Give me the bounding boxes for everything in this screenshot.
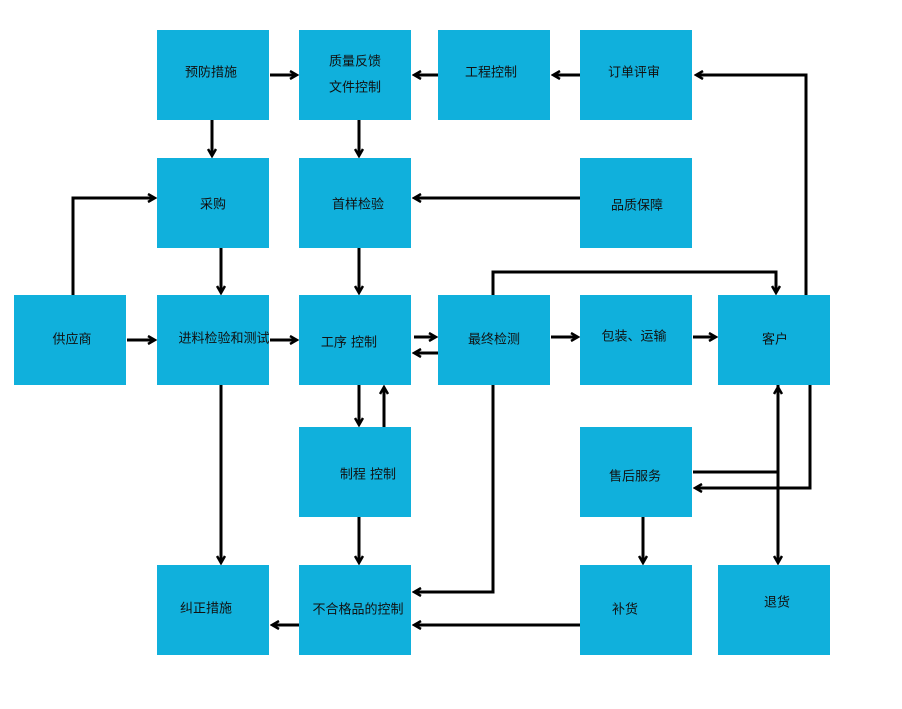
- node-packing: 包装、运输: [580, 295, 692, 385]
- node-label: 进料检验和测试: [178, 331, 269, 347]
- node-label: 采购: [200, 197, 226, 213]
- node-final: 最终检测: [438, 295, 550, 385]
- node-box: [580, 158, 692, 248]
- node-label: 文件控制: [329, 81, 381, 96]
- node-engineering: 工程控制: [438, 30, 550, 120]
- node-label: 退货: [764, 595, 790, 611]
- node-label: 订单评审: [608, 66, 660, 81]
- edge-final-to-nonconforming: [414, 385, 495, 592]
- edge-final-to-customer: [491, 270, 776, 295]
- node-box: [299, 158, 411, 248]
- edge-after_sales-to-customer: [693, 387, 778, 474]
- edge-customer-to-after_sales: [695, 385, 812, 488]
- node-label: 纠正措施: [180, 602, 232, 617]
- edge-supplier-to-purchase: [71, 198, 155, 295]
- node-label: 最终检测: [468, 332, 520, 348]
- node-box: [299, 565, 411, 655]
- node-return: 退货: [718, 565, 830, 655]
- node-box: [718, 295, 830, 385]
- node-box: [438, 295, 550, 385]
- node-box: [580, 30, 692, 120]
- node-label: 补货: [612, 602, 638, 618]
- node-box: [580, 565, 692, 655]
- node-box: [157, 158, 269, 248]
- node-label: 工程控制: [465, 66, 517, 81]
- node-box: [157, 565, 269, 655]
- node-after_sales: 售后服务: [580, 427, 692, 517]
- node-label: 品质保障: [611, 199, 663, 214]
- node-label: 包装、运输: [601, 329, 666, 345]
- node-box: [157, 30, 269, 120]
- node-process: 工序 控制: [299, 295, 411, 385]
- edge-customer-to-order_review: [696, 75, 808, 295]
- node-customer: 客户: [718, 295, 830, 385]
- node-corrective: 纠正措施: [157, 565, 269, 655]
- node-box: [580, 295, 692, 385]
- edges: [71, 75, 812, 625]
- node-prevent: 预防措施: [157, 30, 269, 120]
- node-label: 质量反馈: [329, 55, 381, 70]
- node-box: [299, 295, 411, 385]
- node-mfg_process: 制程 控制: [299, 427, 411, 517]
- node-box: [718, 565, 830, 655]
- node-box: [299, 427, 411, 517]
- node-supplier: 供应商: [14, 295, 126, 385]
- node-label: 不合格品的控制: [312, 602, 403, 618]
- node-label: 工序 控制: [321, 336, 377, 351]
- node-order_review: 订单评审: [580, 30, 692, 120]
- node-nonconforming: 不合格品的控制: [299, 565, 411, 655]
- node-box: [14, 295, 126, 385]
- node-first_sample: 首样检验: [299, 158, 411, 248]
- node-label: 预防措施: [185, 65, 237, 81]
- node-replenish: 补货: [580, 565, 692, 655]
- node-box: [299, 30, 411, 120]
- node-label: 首样检验: [332, 197, 384, 213]
- node-box: [438, 30, 550, 120]
- node-purchase: 采购: [157, 158, 269, 248]
- node-box: [157, 295, 269, 385]
- node-label: 售后服务: [609, 469, 661, 485]
- node-box: [580, 427, 692, 517]
- node-label: 供应商: [52, 332, 91, 348]
- node-label: 客户: [762, 332, 788, 348]
- node-qa: 品质保障: [580, 158, 692, 248]
- node-incoming: 进料检验和测试: [157, 295, 270, 385]
- node-label: 制程 控制: [340, 468, 396, 483]
